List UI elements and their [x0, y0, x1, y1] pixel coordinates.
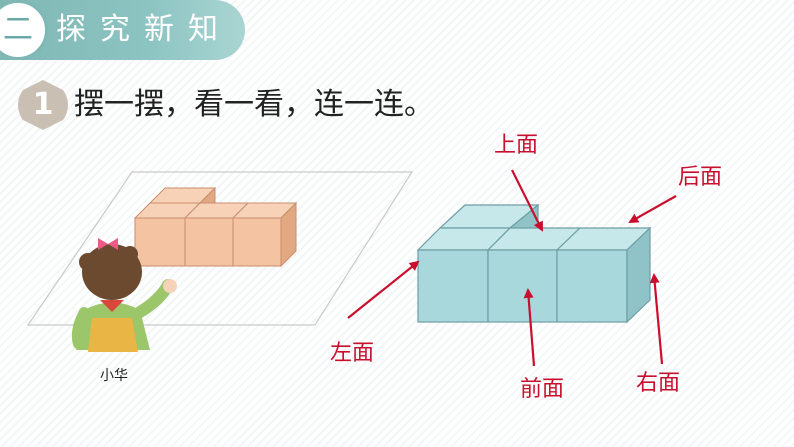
- kid-name-label: 小华: [100, 368, 128, 384]
- arrow-back: [628, 195, 677, 223]
- label-front: 前面: [520, 377, 564, 402]
- orange-cube-arrangement: [133, 186, 298, 268]
- step-badge: 1: [18, 80, 68, 130]
- arrow-right: [649, 273, 664, 365]
- section-banner: 二 探究新知: [0, 0, 245, 60]
- label-top: 上面: [494, 133, 538, 158]
- girl-figure: [71, 238, 177, 352]
- blue-cube-arrangement: [416, 203, 652, 324]
- arrow-top: [511, 169, 543, 232]
- arrow-front: [523, 288, 536, 367]
- face-arrows: [347, 169, 677, 367]
- section-title: 探究新知: [56, 12, 232, 47]
- label-left: 左面: [330, 341, 374, 366]
- table-surface: [26, 171, 414, 326]
- instruction-text: 摆一摆，看一看，连一连。: [74, 87, 434, 122]
- label-right: 右面: [636, 371, 680, 396]
- label-back: 后面: [678, 165, 722, 190]
- section-number: 二: [0, 0, 48, 60]
- arrow-left: [347, 260, 420, 319]
